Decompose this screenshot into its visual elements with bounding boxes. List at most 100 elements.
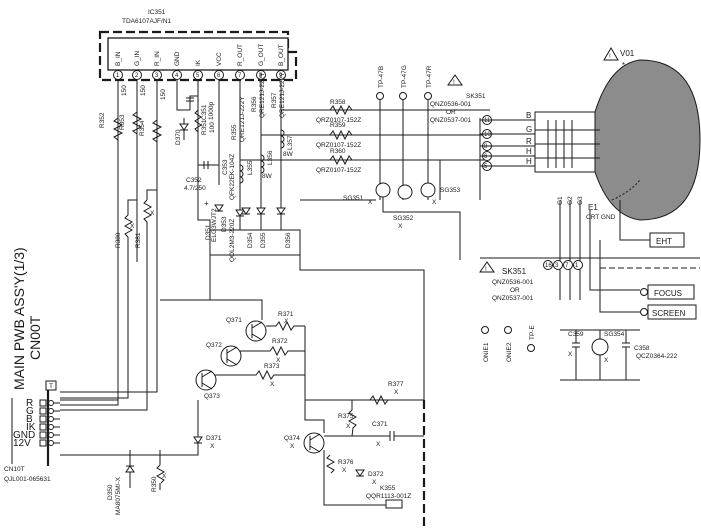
cn10t-part: QJL001-065631 bbox=[4, 476, 51, 483]
capacitor-c353: C353 QFK22EK-104Z bbox=[218, 150, 236, 200]
cn10t-pin-label: B bbox=[26, 414, 33, 425]
ic-pin-number: 3 bbox=[155, 73, 159, 79]
diode-d351: D351 ELG3WJT2 bbox=[205, 204, 224, 242]
ic-pin-name: B_IN bbox=[115, 51, 122, 66]
svg-text:X: X bbox=[432, 199, 437, 206]
svg-text:X: X bbox=[568, 351, 573, 358]
crt-ref: ! V01 * bbox=[603, 47, 635, 70]
resistor-r376: R376 X bbox=[325, 454, 354, 474]
resistor-r353: R353 150 bbox=[119, 85, 147, 135]
svg-text:D351: D351 bbox=[205, 224, 212, 240]
diode-d356: D356 bbox=[276, 207, 292, 248]
svg-text:R352: R352 bbox=[99, 112, 106, 128]
ic-pin-number: 9 bbox=[279, 73, 283, 79]
svg-text:X: X bbox=[270, 381, 275, 388]
svg-text:3: 3 bbox=[555, 263, 559, 269]
svg-text:X: X bbox=[130, 223, 135, 230]
wire-sg-gnd bbox=[382, 197, 461, 260]
svg-text:C358: C358 bbox=[634, 345, 650, 352]
svg-text:C352: C352 bbox=[186, 177, 202, 184]
ic-pin-number: 5 bbox=[196, 73, 200, 79]
svg-text:!: ! bbox=[453, 79, 455, 86]
svg-text:4.7/250: 4.7/250 bbox=[184, 185, 206, 192]
testpoint-tpe: TP-E bbox=[527, 325, 536, 352]
resistor-r360: R360 QRZ0107-152Z bbox=[316, 148, 361, 174]
svg-text:X: X bbox=[210, 443, 215, 450]
cn10t-pin: 12V bbox=[13, 438, 60, 449]
ic-pin-5: 5 IK bbox=[193, 59, 203, 80]
svg-text:C371: C371 bbox=[372, 421, 388, 428]
wire-b bbox=[60, 350, 119, 406]
svg-text:D370: D370 bbox=[175, 129, 182, 145]
relay-k355: K355 QQR1113-001Z bbox=[366, 485, 411, 509]
ic-pin-name: R_OUT bbox=[237, 44, 244, 66]
crt-grid-wires bbox=[559, 200, 581, 300]
svg-text:V01: V01 bbox=[620, 49, 635, 58]
crt-gun-label: H bbox=[526, 147, 532, 156]
wire-r bbox=[60, 260, 158, 393]
svg-text:10: 10 bbox=[484, 132, 491, 138]
ic-pin-name: IK bbox=[195, 59, 202, 66]
svg-text:QOL2M3-220Z: QOL2M3-220Z bbox=[229, 219, 236, 262]
crt-gun-label: R bbox=[526, 137, 532, 146]
resistor-r371: R371 X bbox=[266, 311, 305, 332]
ic-pin-number: 2 bbox=[135, 73, 139, 79]
onie1: ONIE1 bbox=[481, 326, 490, 362]
ic-ref: IC351 bbox=[148, 9, 166, 16]
svg-text:R376: R376 bbox=[338, 459, 354, 466]
svg-text:MA8075M/-X: MA8075M/-X bbox=[115, 476, 122, 515]
resistor-r372: R372 X bbox=[240, 338, 305, 364]
focus-label: FOCUS bbox=[654, 289, 682, 298]
svg-text:16: 16 bbox=[545, 263, 552, 269]
svg-text:QRZ0107-152Z: QRZ0107-152Z bbox=[316, 142, 361, 149]
ic-pin-number: 8 bbox=[259, 73, 263, 79]
svg-text:QNZ0537-001: QNZ0537-001 bbox=[492, 295, 534, 302]
inductor-l357: L357 8W bbox=[280, 129, 294, 158]
svg-text:X: X bbox=[398, 223, 403, 230]
svg-text:X: X bbox=[290, 443, 295, 450]
svg-text:SG354: SG354 bbox=[604, 331, 625, 338]
svg-text:X: X bbox=[346, 423, 351, 430]
board-title: MAIN PWB ASS'Y(1/3) bbox=[11, 247, 27, 390]
svg-text:TP-47R: TP-47R bbox=[426, 65, 433, 88]
svg-text:D371: D371 bbox=[206, 435, 222, 442]
svg-text:OR: OR bbox=[510, 287, 520, 294]
t-box bbox=[45, 380, 57, 391]
svg-text:TP-E: TP-E bbox=[529, 325, 536, 340]
ic-pin-name: G_IN bbox=[134, 51, 141, 66]
svg-text:Q374: Q374 bbox=[284, 435, 300, 442]
ic-pin-group: 1B_IN2G_IN3R_IN4GND5IK6VCC7R_OUT8G_OUT9B… bbox=[113, 44, 286, 80]
eht-label: EHT bbox=[656, 237, 672, 246]
svg-text:!: ! bbox=[485, 266, 487, 273]
svg-text:!: ! bbox=[609, 53, 611, 60]
svg-text:QRE121J-222Y: QRE121J-222Y bbox=[259, 72, 266, 118]
sparkgap-sg352: SG352 X bbox=[393, 184, 414, 230]
svg-text:R356: R356 bbox=[251, 96, 258, 112]
sparkgap-sg353: SG353 X bbox=[420, 182, 461, 206]
svg-text:X: X bbox=[162, 473, 167, 480]
svg-text:QNZ0537-001: QNZ0537-001 bbox=[430, 117, 472, 124]
ic-pin-1: 1B_IN bbox=[113, 51, 123, 80]
svg-text:Q372: Q372 bbox=[206, 342, 222, 349]
resistor-r377: R377 X bbox=[369, 381, 404, 406]
crt-gun-label: B bbox=[526, 111, 531, 120]
capacitor-c358: C358 QCZ0364-222 bbox=[622, 330, 678, 380]
svg-text:L356: L356 bbox=[267, 150, 274, 165]
svg-text:6: 6 bbox=[484, 154, 488, 160]
svg-text:R373: R373 bbox=[264, 363, 280, 370]
ic-body bbox=[107, 37, 289, 71]
svg-text:D350: D350 bbox=[107, 484, 114, 500]
ic-part: TDA6107AJF/N1 bbox=[122, 18, 172, 25]
svg-text:R381: R381 bbox=[135, 232, 142, 248]
svg-text:R375: R375 bbox=[338, 413, 354, 420]
cn10t-pin-label: R bbox=[26, 398, 33, 409]
ic-pin-number: 6 bbox=[217, 73, 221, 79]
svg-text:TP-47G: TP-47G bbox=[401, 65, 408, 88]
svg-text:OR: OR bbox=[446, 109, 456, 116]
crt-gun-label: H bbox=[526, 157, 532, 166]
svg-text:R380: R380 bbox=[115, 232, 122, 248]
wire-r381 bbox=[60, 268, 148, 411]
